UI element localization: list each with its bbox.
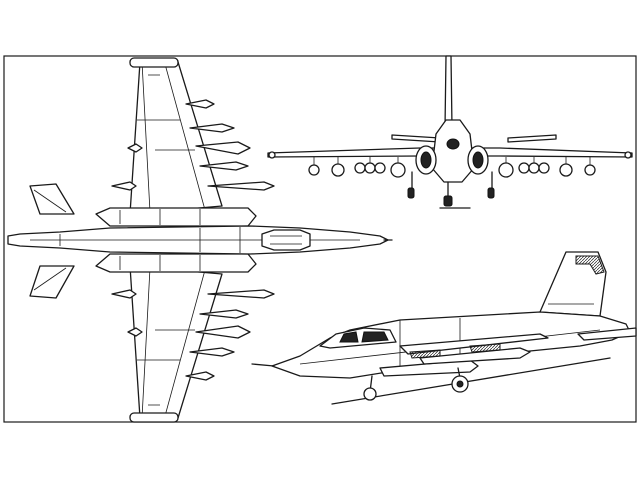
drawing-frame [3, 55, 637, 423]
plan-upper-nacelle [95, 207, 257, 227]
front-fin [444, 55, 453, 129]
front-stores [268, 151, 632, 178]
plan-upper-tailplane [29, 183, 75, 215]
side-ground-line [331, 357, 611, 405]
side-wing [399, 333, 549, 355]
side-tailplane [577, 327, 637, 341]
plan-lower-stores [111, 289, 275, 381]
side-view [251, 251, 637, 405]
plan-lower-tailplane [29, 265, 75, 299]
front-fuselage [431, 119, 475, 183]
front-landing-gear [407, 171, 495, 209]
plan-lower-nacelle [95, 253, 257, 273]
plan-upper-wing [129, 61, 223, 215]
front-view [267, 55, 633, 209]
front-tailplane [391, 134, 441, 143]
side-stores [379, 343, 531, 377]
plan-upper-stores [111, 99, 275, 191]
plan-view [7, 57, 393, 423]
side-nose-probe [251, 363, 275, 367]
plan-canopy [261, 229, 311, 251]
plan-upper-wingtip-pod [129, 57, 179, 68]
plan-lower-wingtip-pod [129, 412, 179, 423]
plan-lower-wing [129, 265, 223, 419]
side-landing-gear [363, 367, 469, 401]
